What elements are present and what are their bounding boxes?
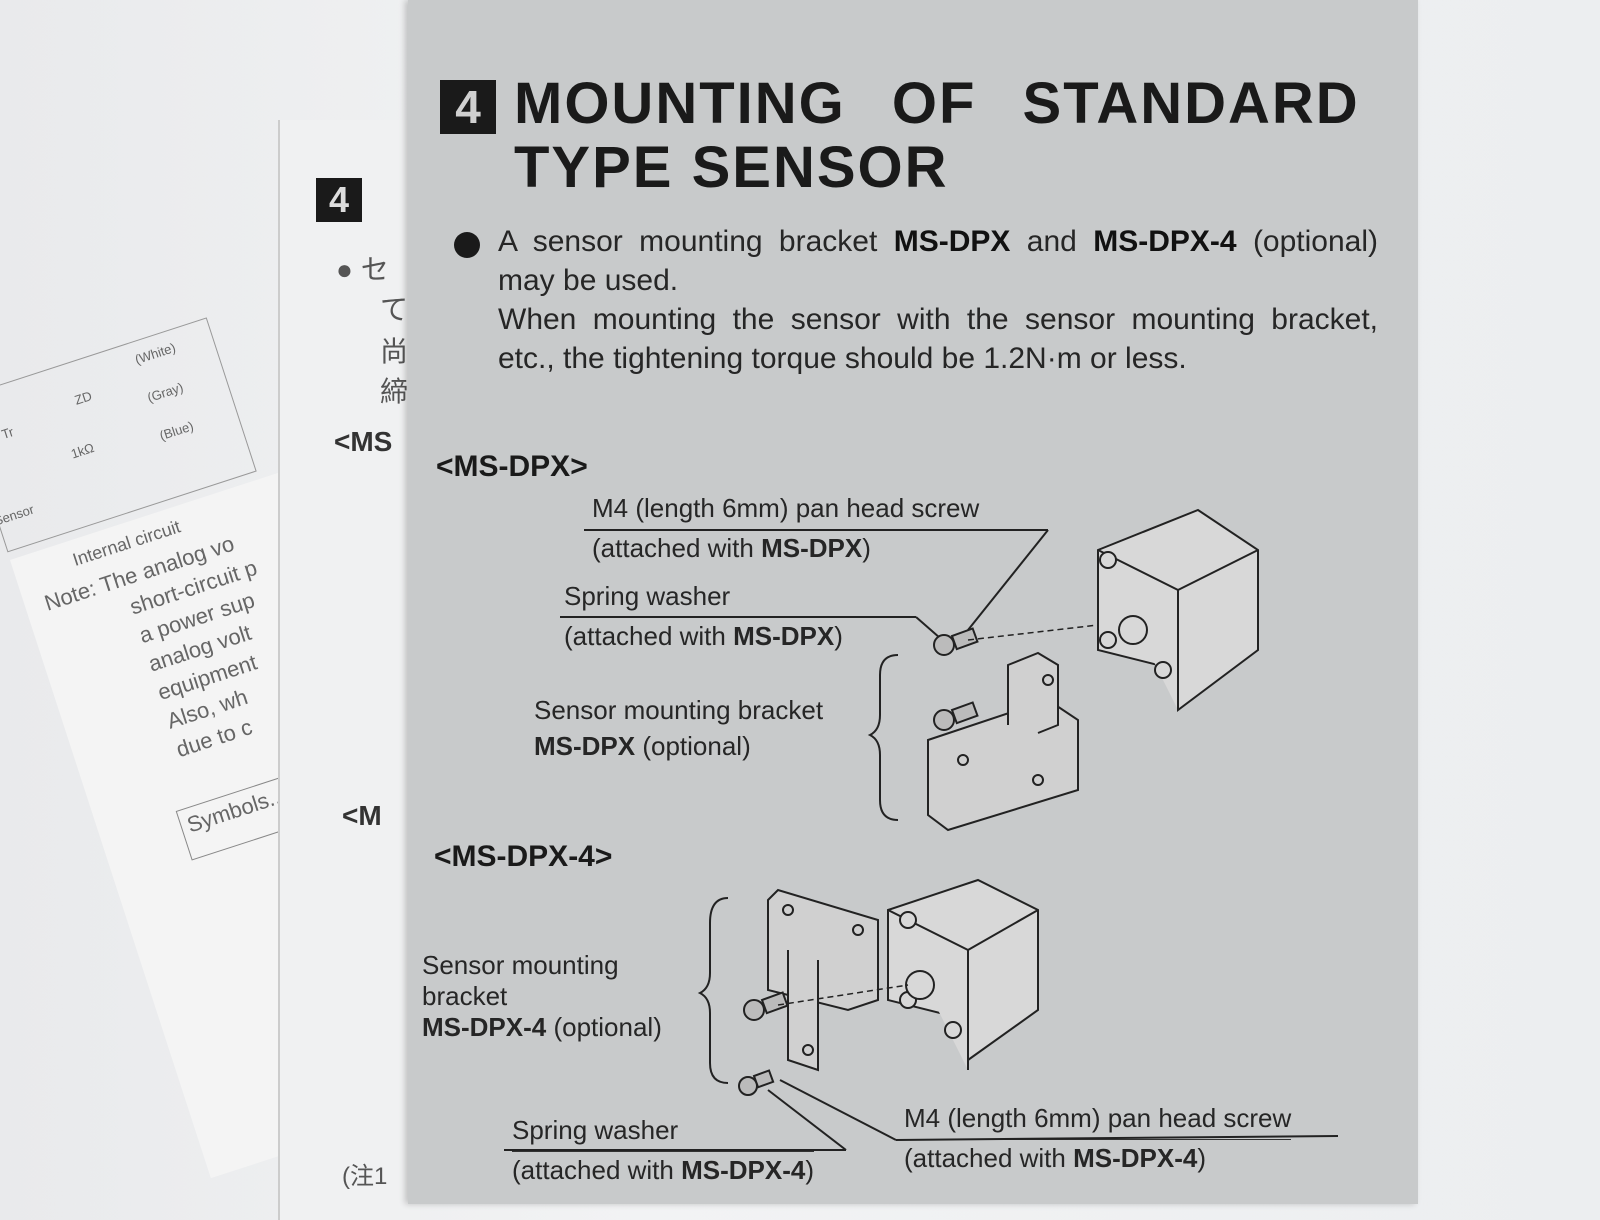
circuit-label: (Blue) bbox=[157, 418, 196, 444]
jp-line: 尚 bbox=[380, 336, 409, 367]
screw-icon bbox=[933, 627, 979, 731]
sensor-icon bbox=[887, 878, 1039, 1070]
screw-icon bbox=[738, 991, 789, 1096]
bracket-icon bbox=[927, 651, 1079, 832]
jp-line: 締 bbox=[380, 376, 409, 407]
circuit-label: ZD bbox=[72, 388, 94, 408]
jp-line: <MS bbox=[334, 426, 393, 457]
sensor-icon bbox=[1097, 508, 1259, 712]
ms-dpx4-washer-label: Spring washer(attached with MS-DPX-4) bbox=[512, 1112, 815, 1188]
jp-line: ● セ bbox=[336, 254, 389, 285]
jp-line: (注1 bbox=[342, 1163, 388, 1190]
title-line: MOUNTING OF STANDARD bbox=[514, 71, 1360, 136]
ms-dpx4-heading: <MS-DPX-4> bbox=[434, 840, 613, 873]
mounting-illustrations bbox=[504, 508, 1339, 1151]
title-line: TYPE SENSOR bbox=[514, 135, 949, 200]
ms-dpx4-leaders bbox=[504, 897, 1339, 1151]
jp-line: て bbox=[380, 294, 409, 325]
ms-dpx-heading: <MS-DPX> bbox=[436, 450, 588, 483]
section-title: MOUNTING OF STANDARD TYPE SENSOR bbox=[514, 72, 1360, 200]
ms-dpx-washer-label: Spring washer(attached with MS-DPX) bbox=[564, 578, 843, 654]
circuit-label: (Gray) bbox=[145, 379, 186, 406]
jp-line: <M bbox=[342, 800, 382, 831]
jp-section-number: 4 bbox=[316, 178, 362, 222]
japanese-sheet: 4 ● セ て 尚 締 <MS <M (注1 bbox=[278, 120, 420, 1220]
circuit-label: 1kΩ bbox=[69, 439, 96, 462]
mounting-paragraph: A sensor mounting bracket MS-DPX and MS-… bbox=[498, 225, 1379, 375]
ms-dpx4-screw-label: M4 (length 6mm) pan head screw(attached … bbox=[904, 1100, 1292, 1176]
circuit-label: Tr bbox=[0, 424, 16, 443]
circuit-diagram: (White) (Gray) (Blue) 1kΩ ZD Tr Sensor bbox=[0, 317, 257, 553]
circuit-label: (White) bbox=[133, 339, 178, 368]
main-sheet: 4 MOUNTING OF STANDARD TYPE SENSOR A sen… bbox=[408, 0, 1418, 1204]
section-number: 4 bbox=[440, 80, 496, 134]
bullet-icon bbox=[454, 232, 480, 258]
bracket-icon bbox=[767, 888, 879, 1072]
ms-dpx-screw-label: M4 (length 6mm) pan head screw(attached … bbox=[592, 490, 980, 566]
circuit-label: Sensor bbox=[0, 501, 36, 529]
